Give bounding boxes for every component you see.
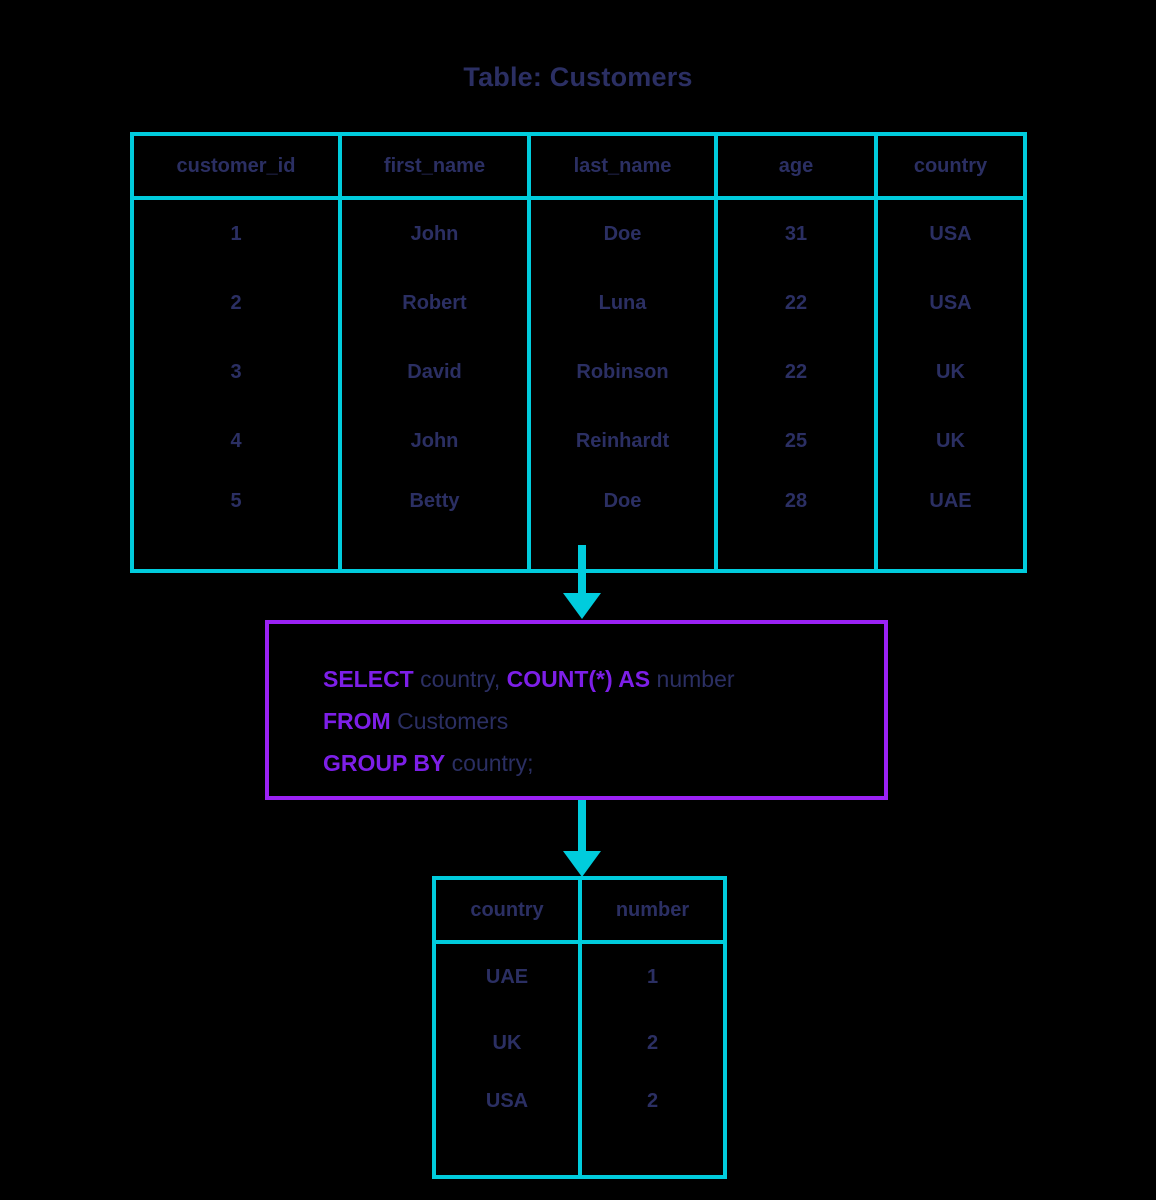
sql-keyword-count-as: COUNT(*) AS xyxy=(506,666,651,692)
sql-query-text: SELECT country, COUNT(*) AS number FROM … xyxy=(323,658,735,784)
column-header-last-name: last_name xyxy=(527,132,718,200)
result-cell-country: UAE xyxy=(432,940,582,1010)
column-header-first-name: first_name xyxy=(338,132,531,200)
cell-customer-id: 3 xyxy=(130,338,342,407)
cell-country: USA xyxy=(874,196,1027,269)
cell-last-name: Reinhardt xyxy=(527,407,718,476)
result-row: USA 2 xyxy=(432,1076,727,1179)
result-row: UAE 1 xyxy=(432,940,727,1010)
cell-country: UAE xyxy=(874,476,1027,573)
cell-last-name: Luna xyxy=(527,269,718,338)
result-column-header-country: country xyxy=(432,876,582,944)
cell-age: 25 xyxy=(714,407,878,476)
cell-country: UK xyxy=(874,407,1027,476)
cell-customer-id: 5 xyxy=(130,476,342,573)
cell-customer-id: 1 xyxy=(130,196,342,269)
table-row: 2 Robert Luna 22 USA xyxy=(130,269,1027,338)
result-cell-country: UK xyxy=(432,1010,582,1076)
cell-last-name: Doe xyxy=(527,476,718,573)
source-table-customers: customer_id first_name last_name age cou… xyxy=(130,132,1027,573)
cell-first-name: Robert xyxy=(338,269,531,338)
result-column-header-number: number xyxy=(578,876,727,944)
sql-line-3: GROUP BY country; xyxy=(323,742,735,784)
result-row: UK 2 xyxy=(432,1010,727,1076)
column-header-age: age xyxy=(714,132,878,200)
table-header-row: customer_id first_name last_name age cou… xyxy=(130,132,1027,200)
table-row: 5 Betty Doe 28 UAE xyxy=(130,476,1027,573)
sql-query-box: SELECT country, COUNT(*) AS number FROM … xyxy=(265,620,888,800)
cell-country: USA xyxy=(874,269,1027,338)
arrow-down-icon-table-to-query xyxy=(563,545,601,619)
table-row: 4 John Reinhardt 25 UK xyxy=(130,407,1027,476)
cell-first-name: David xyxy=(338,338,531,407)
result-cell-country: USA xyxy=(432,1076,582,1179)
cell-age: 22 xyxy=(714,269,878,338)
result-header-row: country number xyxy=(432,876,727,944)
table-row: 1 John Doe 31 USA xyxy=(130,196,1027,269)
column-header-customer-id: customer_id xyxy=(130,132,342,200)
sql-line-2: FROM Customers xyxy=(323,700,735,742)
table-row: 3 David Robinson 22 UK xyxy=(130,338,1027,407)
cell-country: UK xyxy=(874,338,1027,407)
cell-age: 31 xyxy=(714,196,878,269)
cell-last-name: Robinson xyxy=(527,338,718,407)
cell-age: 28 xyxy=(714,476,878,573)
sql-identifier-country-list: country, xyxy=(413,666,507,692)
sql-line-1: SELECT country, COUNT(*) AS number xyxy=(323,658,735,700)
sql-table-customers: Customers xyxy=(390,708,509,734)
cell-last-name: Doe xyxy=(527,196,718,269)
sql-alias-number: number xyxy=(650,666,735,692)
arrow-down-icon-query-to-result xyxy=(563,800,601,877)
cell-customer-id: 2 xyxy=(130,269,342,338)
sql-keyword-from: FROM xyxy=(323,708,391,734)
page-title: Table: Customers xyxy=(463,62,693,92)
cell-first-name: John xyxy=(338,407,531,476)
result-cell-number: 2 xyxy=(578,1076,727,1179)
result-table: country number UAE 1 UK 2 USA 2 xyxy=(432,876,727,1179)
column-header-country: country xyxy=(874,132,1027,200)
cell-first-name: John xyxy=(338,196,531,269)
cell-first-name: Betty xyxy=(338,476,531,573)
result-cell-number: 1 xyxy=(578,940,727,1010)
result-cell-number: 2 xyxy=(578,1010,727,1076)
sql-keyword-group-by: GROUP BY xyxy=(323,750,446,776)
cell-age: 22 xyxy=(714,338,878,407)
sql-groupby-column: country; xyxy=(445,750,534,776)
sql-keyword-select: SELECT xyxy=(323,666,414,692)
cell-customer-id: 4 xyxy=(130,407,342,476)
